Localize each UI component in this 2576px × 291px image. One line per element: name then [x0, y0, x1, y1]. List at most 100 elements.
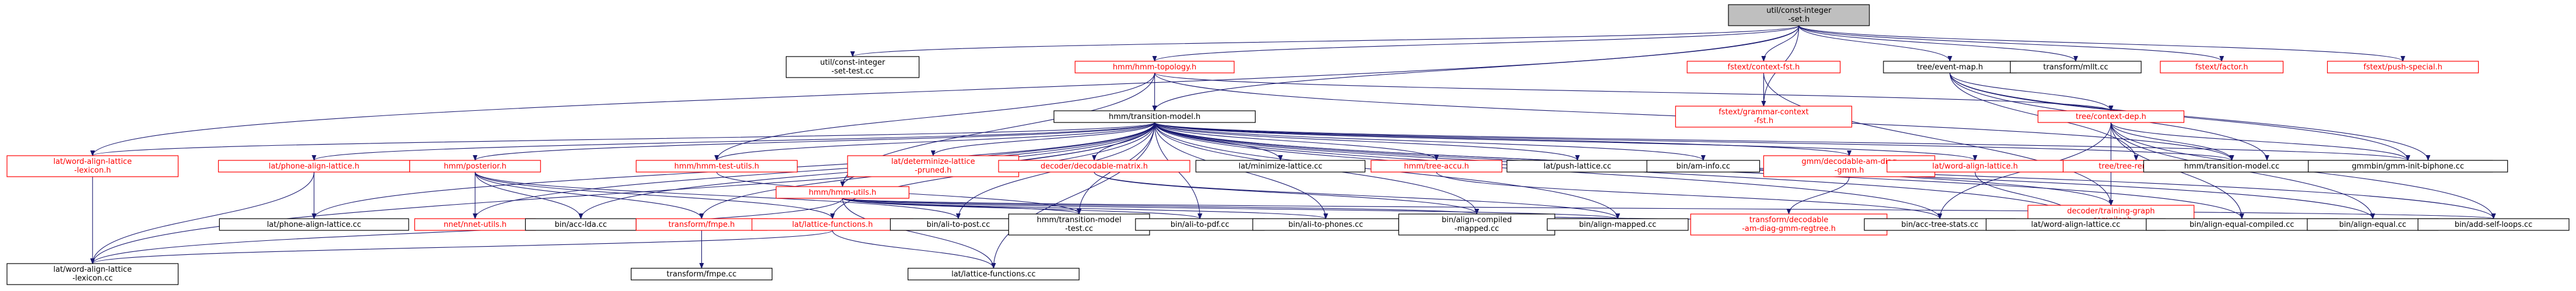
edge-n36-n39 [842, 198, 1479, 215]
node-label: transform/fmpe.h [669, 220, 735, 229]
node-label: hmm/transition-model.cc [2184, 162, 2279, 171]
node-label: decoder/decodable-matrix.h [1041, 162, 1148, 171]
graph-node-n22[interactable]: lat/push-lattice.cc [1506, 160, 1649, 173]
graph-node-n49[interactable]: lat/lattice-functions.cc [907, 268, 1080, 281]
node-label: -mapped.cc [1454, 225, 1499, 233]
node-label: -test.cc [1065, 225, 1093, 233]
graph-node-n0[interactable]: util/const-integer-set.h [1728, 4, 1870, 26]
edge-n10-n28 [2110, 122, 2410, 161]
graph-node-n16[interactable]: hmm/posterior.h [409, 160, 541, 173]
graph-node-n35[interactable]: hmm/transition-model-test.cc [1008, 213, 1150, 236]
node-label: -lexicon.cc [72, 274, 113, 283]
node-label: lat/lattice-functions.h [792, 220, 873, 229]
graph-node-n32[interactable]: transform/fmpe.h [635, 218, 768, 231]
graph-node-n39[interactable]: bin/align-compiled-mapped.cc [1398, 213, 1555, 236]
node-label: -am-diag-gmm-regtree.h [1742, 225, 1836, 233]
node-label: bin/align-mapped.cc [1579, 220, 1657, 229]
edge-n0-n14 [90, 25, 1800, 156]
graph-node-n25[interactable]: lat/word-align-lattice.h [1886, 160, 2064, 173]
node-box [775, 186, 909, 199]
graph-node-n21[interactable]: hmm/tree-accu.h [1370, 160, 1503, 173]
node-label: tree/context-dep.h [2076, 113, 2146, 121]
graph-node-n46[interactable]: bin/add-self-loops.cc [2417, 218, 2570, 231]
graph-node-n48[interactable]: transform/fmpe.cc [631, 268, 773, 281]
graph-node-n30[interactable]: nnet/nnet-utils.h [414, 218, 536, 231]
node-label: decoder/training-graph [2067, 207, 2155, 216]
graph-node-n24[interactable]: gmm/decodable-am-diag-gmm.h [1763, 155, 1935, 177]
graph-node-n7[interactable]: fstext/push-special.h [2327, 61, 2479, 73]
node-box [635, 160, 798, 173]
edge-n36-n46 [842, 198, 2495, 219]
graph-node-n23[interactable]: bin/am-info.cc [1646, 160, 1760, 173]
graph-node-n47[interactable]: lat/word-align-lattice-lexicon.cc [6, 263, 179, 285]
graph-node-n43[interactable]: lat/word-align-lattice.cc [1985, 218, 2166, 231]
edge-n16-n33 [475, 171, 835, 219]
edge-n8-n18 [930, 122, 1155, 156]
graph-node-n41[interactable]: transform/decodable-am-diag-gmm-regtree.… [1690, 213, 1888, 236]
node-label: transform/decodable [1749, 216, 1829, 225]
graph-node-n15[interactable]: lat/phone-align-lattice.h [218, 160, 410, 173]
graph-node-n4[interactable]: tree/event-map.h [1883, 61, 2017, 73]
node-box [1728, 4, 1870, 26]
graph-node-n45[interactable]: bin/align-equal.cc [2307, 218, 2439, 231]
graph-node-n40[interactable]: bin/align-mapped.cc [1547, 218, 1689, 231]
graph-node-n31[interactable]: bin/acc-lda.cc [525, 218, 637, 231]
graph-node-n29[interactable]: lat/phone-align-lattice.cc [219, 218, 409, 231]
edge-n33-n47 [90, 230, 833, 264]
graph-node-n37[interactable]: bin/ali-to-pdf.cc [1135, 218, 1265, 231]
graph-node-n10[interactable]: tree/context-dep.h [2037, 110, 2185, 123]
graph-node-n2[interactable]: hmm/hmm-topology.h [1074, 61, 1235, 73]
graph-node-n36[interactable]: hmm/hmm-utils.h [775, 186, 909, 199]
edge-n16-n32 [475, 171, 704, 219]
node-box [786, 56, 920, 78]
node-label: hmm/tree-accu.h [1404, 162, 1469, 171]
node-box [2308, 160, 2508, 173]
node-label: -fst.h [1754, 117, 1774, 125]
graph-node-n20[interactable]: lat/minimize-lattice.cc [1195, 160, 1366, 173]
graph-node-n27[interactable]: hmm/transition-model.cc [2143, 160, 2321, 173]
edge-n8-n27 [1154, 122, 2234, 161]
node-label: fstext/factor.h [2195, 63, 2248, 72]
node-box [631, 268, 773, 281]
node-label: hmm/hmm-topology.h [1113, 63, 1197, 72]
edge-n0-n2 [1152, 25, 1800, 62]
edge-n4-n13 [1949, 72, 2431, 161]
node-label: nnet/nnet-utils.h [444, 220, 507, 229]
node-label: lat/push-lattice.cc [1544, 162, 1611, 171]
edge-n36-n49 [842, 198, 996, 269]
graph-node-n34[interactable]: bin/ali-to-post.cc [890, 218, 1027, 231]
edge-n8-n25 [1154, 122, 1977, 161]
edge-n8-n15 [312, 122, 1155, 161]
graph-node-n19[interactable]: decoder/decodable-matrix.h [998, 160, 1190, 173]
node-box [6, 263, 179, 285]
edge-n24-n41 [1786, 176, 1850, 215]
edge-n0-n4 [1798, 25, 1952, 62]
graph-node-n28[interactable]: gmmbin/gmm-init-biphone.cc [2308, 160, 2508, 173]
graph-node-n5[interactable]: transform/mllt.cc [2009, 61, 2142, 73]
graph-node-n8[interactable]: hmm/transition-model.h [1053, 110, 1256, 123]
node-label: transform/fmpe.cc [667, 270, 737, 279]
node-label: lat/word-align-lattice.h [1932, 162, 2018, 171]
node-box [1686, 61, 1841, 73]
graph-node-n42[interactable]: bin/acc-tree-stats.cc [1864, 218, 2016, 231]
node-label: fstext/push-special.h [2363, 63, 2442, 72]
node-box [6, 155, 179, 177]
graph-node-n44[interactable]: bin/align-equal-compiled.cc [2146, 218, 2338, 231]
graph-node-n38[interactable]: bin/ali-to-phones.cc [1252, 218, 1400, 231]
node-label: hmm/transition-model [1037, 216, 1122, 225]
graph-node-n17[interactable]: hmm/hmm-test-utils.h [635, 160, 798, 173]
node-label: bin/ali-to-pdf.cc [1171, 220, 1229, 229]
node-label: -set.h [1788, 15, 1809, 24]
graph-node-n18[interactable]: lat/determinize-lattice-pruned.h [847, 155, 1020, 177]
graph-node-n1[interactable]: util/const-integer-set-test.cc [786, 56, 920, 78]
graph-node-n9[interactable]: fstext/grammar-context-fst.h [1675, 106, 1853, 128]
graph-node-n14[interactable]: lat/word-align-lattice-lexicon.h [6, 155, 179, 177]
graph-node-n33[interactable]: lat/lattice-functions.h [751, 218, 913, 231]
edge-n8-n21 [1154, 122, 1439, 161]
node-box [1398, 213, 1555, 236]
edge-n8-n24 [1154, 122, 1851, 156]
edge-n15-n47 [90, 171, 315, 264]
graph-node-n3[interactable]: fstext/context-fst.h [1686, 61, 1841, 73]
graph-node-n6[interactable]: fstext/factor.h [2160, 61, 2284, 73]
